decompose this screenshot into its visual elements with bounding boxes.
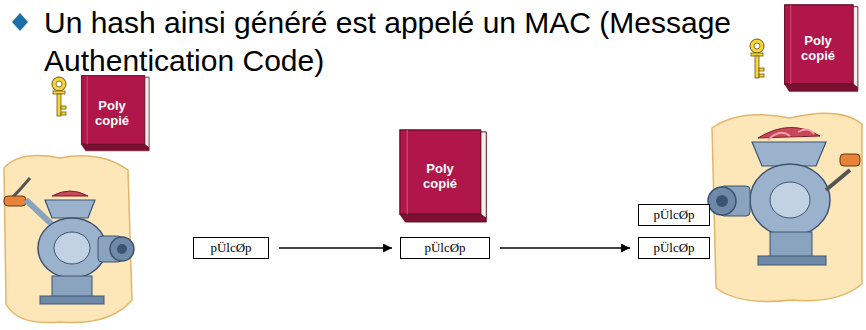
meat-grinder	[708, 113, 862, 301]
hash-box: pÜlcØp	[638, 237, 710, 259]
hash-value: pÜlcØp	[424, 240, 465, 256]
key-icon	[750, 39, 764, 78]
hash-box: pÜlcØp	[638, 204, 710, 226]
arrow-connector	[500, 247, 630, 249]
key-icon	[52, 77, 66, 116]
bullet-diamond	[12, 13, 28, 31]
hash-box: pÜlcØp	[193, 237, 269, 259]
slide-title: Un hash ainsi généré est appelé un MAC (…	[44, 4, 744, 80]
hash-box: pÜlcØp	[400, 237, 490, 259]
hash-value: pÜlcØp	[210, 240, 251, 256]
book-label: Poly copié	[795, 34, 841, 64]
book-icon: Poly copié	[398, 128, 490, 226]
meat-grinder	[4, 156, 134, 323]
arrow-connector	[279, 247, 392, 249]
book-icon: Poly copié	[80, 74, 152, 154]
book-icon: Poly copié	[783, 3, 861, 95]
hash-value: pÜlcØp	[653, 240, 694, 256]
book-label: Poly copié	[89, 99, 135, 129]
book-label: Poly copié	[417, 162, 463, 192]
hash-value: pÜlcØp	[653, 207, 694, 223]
